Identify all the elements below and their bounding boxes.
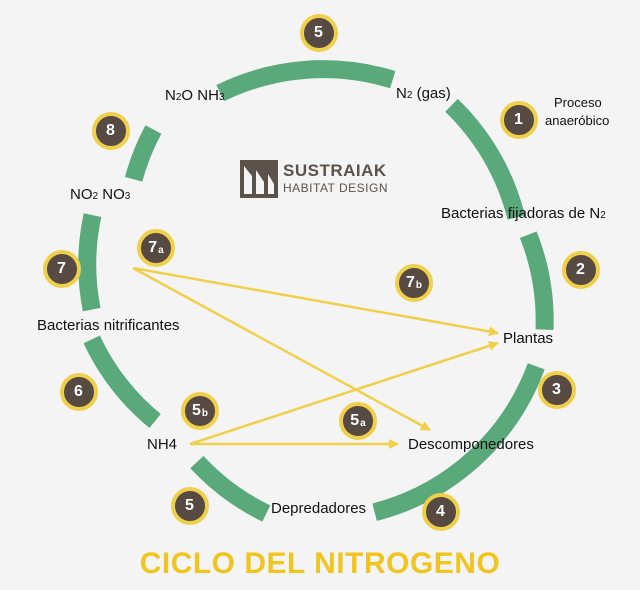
label-no2-no3: NO2 NO3 — [70, 186, 131, 203]
label-plantas: Plantas — [503, 330, 554, 347]
ring-segment-bottom — [190, 455, 271, 522]
arrow-7a-to-descomponedores — [132, 266, 431, 432]
ring-segment-right-lower — [519, 231, 554, 330]
label-nh4: NH4 — [147, 436, 178, 453]
label-descomponedores: Descomponedores — [408, 436, 534, 453]
logo-tagline: HABITAT DESIGN — [283, 181, 389, 195]
label-n2o-nh3: N2O NH3 — [165, 87, 225, 104]
label-bacterias-fijadoras: Bacterias fijadoras de N2 — [441, 205, 606, 222]
ring-segment-bottom-right — [372, 363, 545, 521]
step-circle-2: 2 — [562, 251, 600, 289]
step-circle-5-bottom: 5 — [171, 487, 209, 525]
step-circle-1: 1 — [500, 101, 538, 139]
sustraiak-logo-icon — [240, 160, 278, 198]
label-proceso: Proceso — [554, 95, 602, 110]
arrow-nh4-to-plantas — [189, 341, 499, 446]
ring-segment-right — [445, 98, 526, 220]
step-circle-7: 7 — [43, 250, 81, 288]
step-circle-8: 8 — [92, 112, 130, 150]
step-circle-3: 3 — [538, 371, 576, 409]
label-n2-gas: N2 (gas) — [396, 85, 451, 102]
cycle-ring — [78, 60, 554, 522]
ring-segment-left-lower — [83, 335, 161, 428]
ring-segment-top — [216, 60, 396, 102]
ring-segment-left — [78, 213, 102, 312]
logo-name: SUSTRAIAK — [283, 161, 387, 180]
label-anaerobico: anaeróbico — [545, 113, 610, 128]
diagram-title: CICLO DEL NITROGENO — [139, 547, 501, 580]
step-circle-6: 6 — [60, 373, 98, 411]
flow-arrows — [132, 266, 499, 449]
step-circle-4: 4 — [422, 493, 460, 531]
arrow-7a-to-plantas — [132, 266, 499, 337]
ring-segment-left-upper — [124, 125, 162, 182]
label-depredadores: Depredadores — [271, 500, 367, 517]
step-circle-5-top: 5 — [300, 14, 338, 52]
label-bacterias-nitrificantes: Bacterias nitrificantes — [37, 317, 180, 334]
